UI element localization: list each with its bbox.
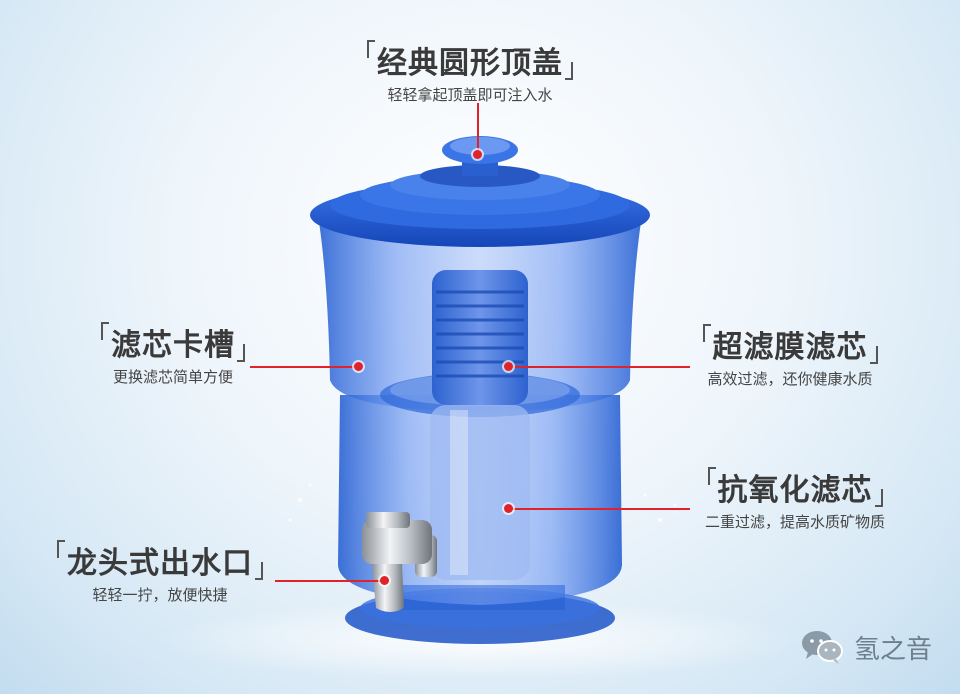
callout-antiox: 抗氧化滤芯 二重过滤，提高水质矿物质	[670, 465, 920, 532]
antiox-dot	[504, 504, 513, 513]
callout-slot: 滤芯卡槽 更换滤芯简单方便	[78, 320, 268, 387]
slot-leader-line	[250, 366, 358, 368]
callout-antiox-sub: 二重过滤，提高水质矿物质	[704, 513, 885, 531]
callout-antiox-title: 抗氧化滤芯	[707, 465, 883, 509]
callout-membrane: 超滤膜滤芯 高效过滤，还你健康水质	[680, 322, 900, 389]
membrane-leader-line	[512, 366, 690, 368]
callout-membrane-sub: 高效过滤，还你健康水质	[707, 370, 873, 388]
tap-leader-line	[275, 580, 385, 582]
watermark-text: 氢之音	[853, 634, 932, 665]
callout-tap-title: 龙头式出水口	[57, 538, 263, 582]
lid-leader-line	[477, 103, 479, 153]
antioxidant-filter	[430, 405, 530, 580]
wechat-icon	[801, 631, 843, 664]
callout-tap: 龙头式出水口 轻轻一拧，放便快捷	[30, 538, 290, 605]
callout-tap-sub: 轻轻一拧，放便快捷	[92, 586, 228, 604]
callout-lid: 经典圆形顶盖 轻轻拿起顶盖即可注入水	[340, 38, 600, 105]
tap-dot	[380, 576, 389, 585]
callout-slot-sub: 更换滤芯简单方便	[112, 368, 233, 386]
callout-membrane-title: 超滤膜滤芯	[702, 322, 878, 366]
antiox-leader-line	[512, 508, 690, 510]
callout-lid-sub: 轻轻拿起顶盖即可注入水	[387, 86, 553, 104]
callout-slot-title: 滤芯卡槽	[101, 320, 245, 364]
lid-dot	[473, 150, 482, 159]
watermark: 氢之音	[800, 628, 932, 666]
membrane-filter	[432, 270, 528, 405]
slot-dot	[354, 362, 363, 371]
tap	[362, 512, 437, 612]
membrane-dot	[504, 362, 513, 371]
callout-lid-title: 经典圆形顶盖	[367, 38, 573, 82]
